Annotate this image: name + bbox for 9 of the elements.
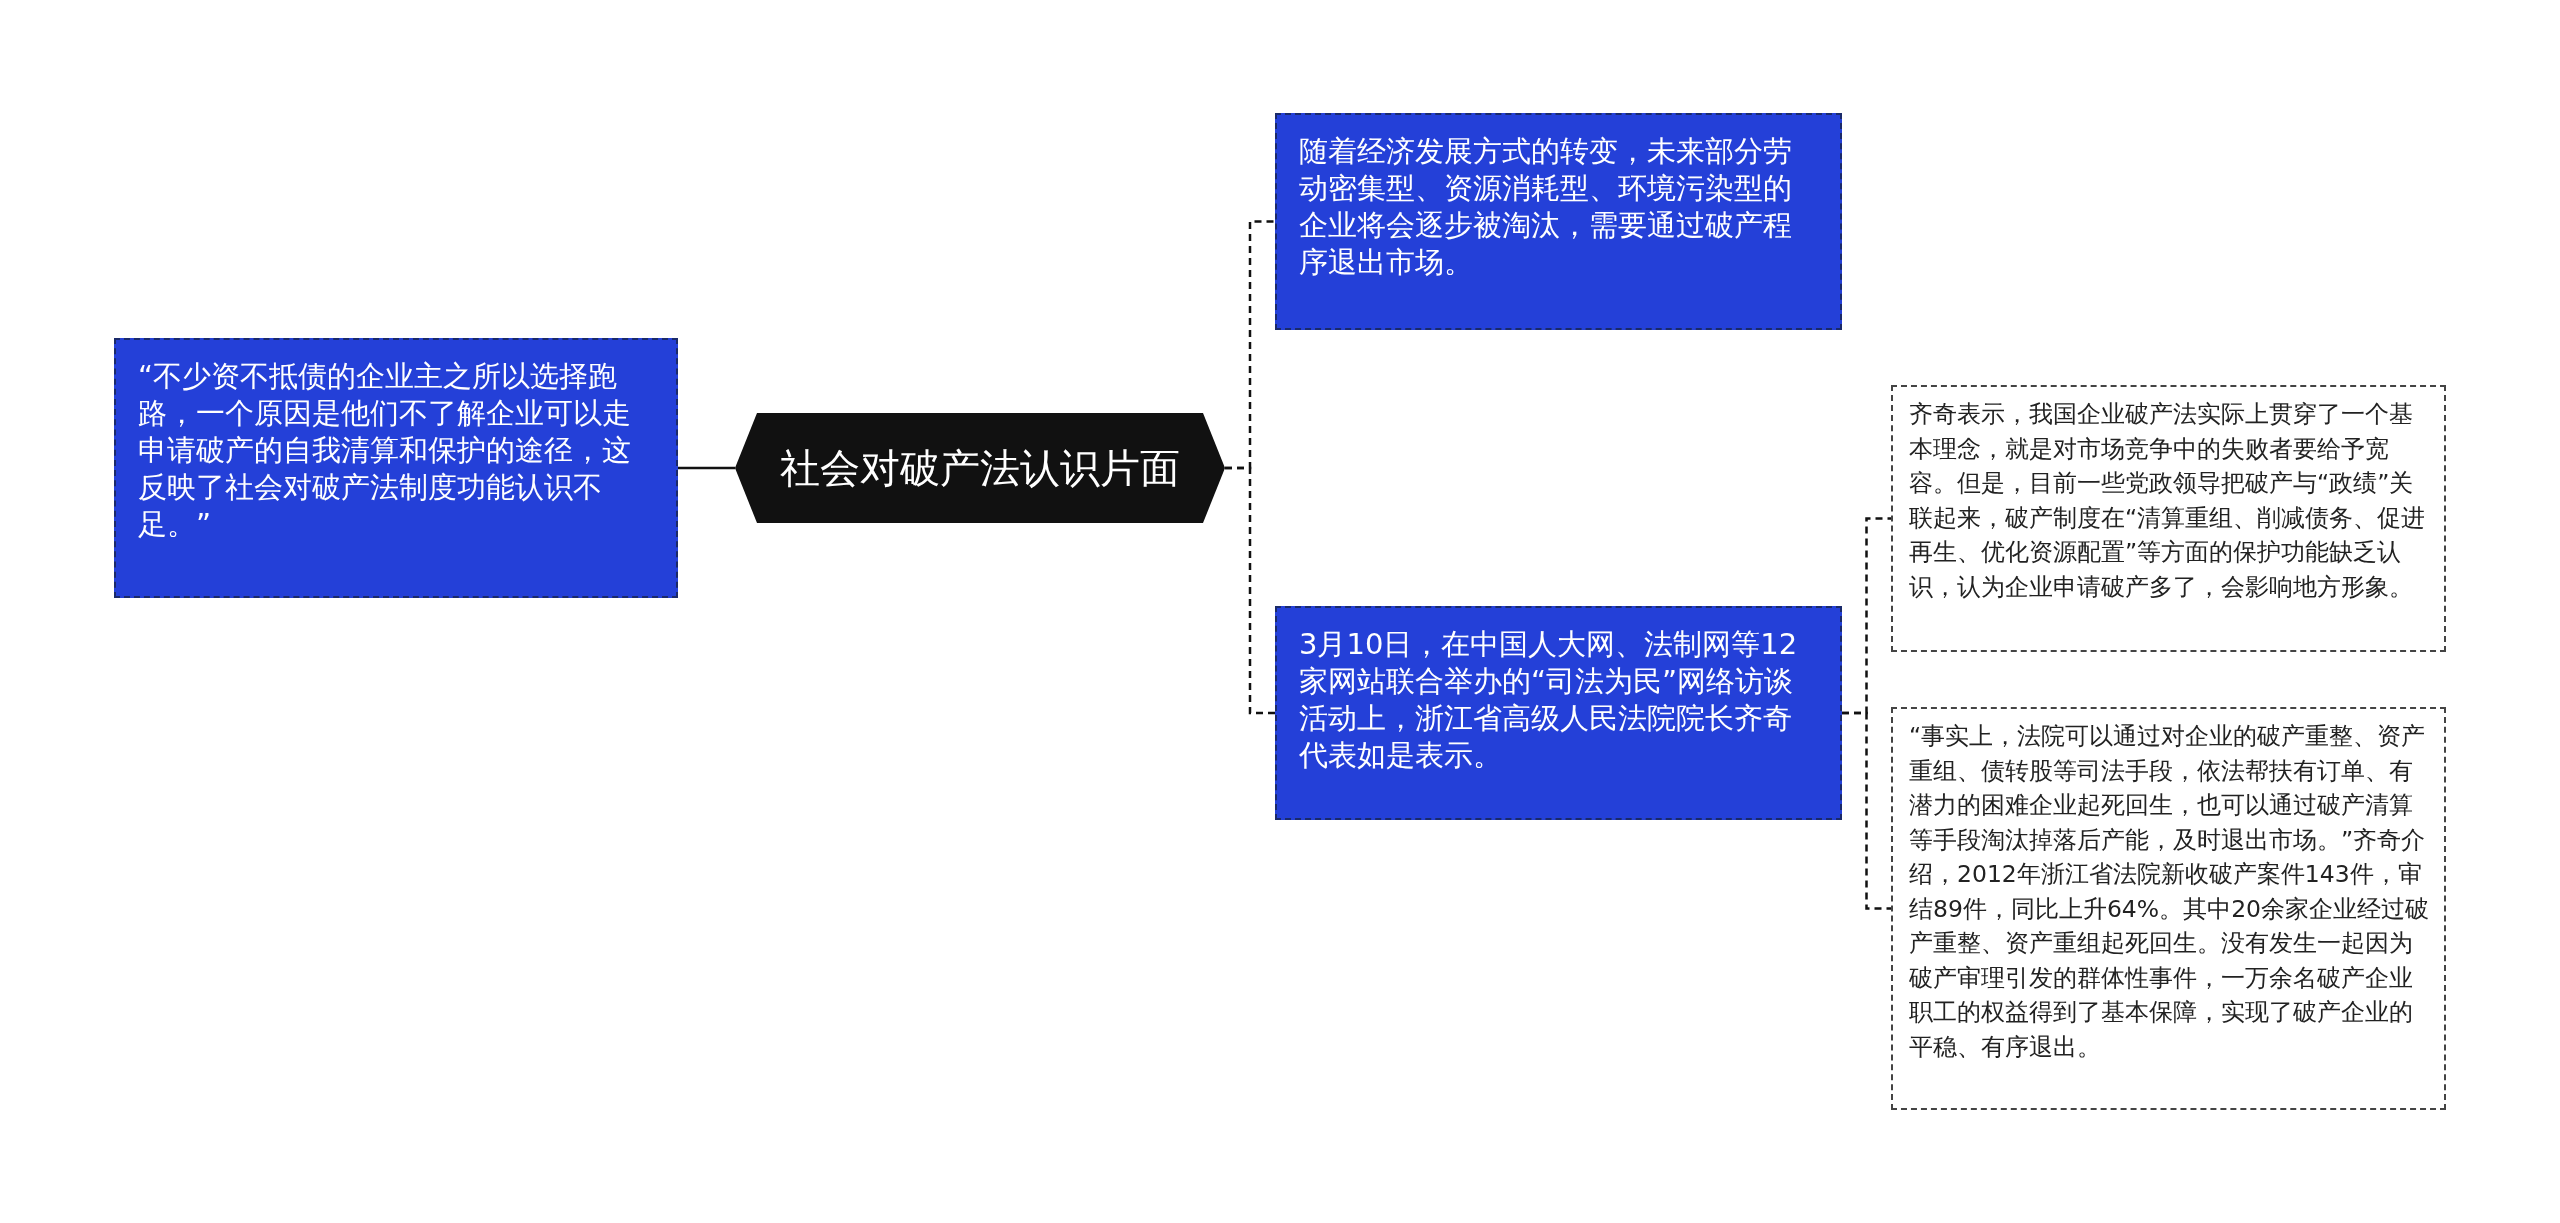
text-box: 齐奇表示，我国企业破产法实际上贯穿了一个基本理念，就是对市场竞争中的失败者要给予宽容。但是，目前一些党政领导把破产与“政绩”关联起来，破产制度在“清算重组、削减债务、促进再生、优化资源配置”等方面的保护功能缺乏认识，认为企业申请破产多了，会影响地方形象。 <box>1891 385 2446 652</box>
connector-line <box>678 466 735 470</box>
hexagon-node: 社会对破产法认识片面 <box>735 413 1225 523</box>
connector-line <box>1842 711 1891 910</box>
connector-line <box>1225 466 1275 715</box>
text-box: “事实上，法院可以通过对企业的破产重整、资产重组、债转股等司法手段，依法帮扶有订单、有潜力的困难企业起死回生，也可以通过破产清算等手段淘汰掉落后产能，及时退出市场。”齐奇介绍，2012年浙江省法院新收破产案件143件，审结89件，同比上升64%。其中20余家企业经过破产重整、资产重组起死回生。没有发生一起因为破产审理引发的群体性事件，一万余名破产企业职工的权益得到了基本保障，实现了破产企业的平稳、有序退出。 <box>1891 707 2446 1110</box>
text-box: 随着经济发展方式的转变，未来部分劳动密集型、资源消耗型、环境污染型的企业将会逐步被淘汰，需要通过破产程序退出市场。 <box>1275 113 1842 330</box>
text-box: 3月10日，在中国人大网、法制网等12家网站联合举办的“司法为民”网络访谈活动上，浙江省高级人民法院院长齐奇代表如是表示。 <box>1275 606 1842 820</box>
text-box: “不少资不抵债的企业主之所以选择跑路，一个原因是他们不了解企业可以走申请破产的自我清算和保护的途径，这反映了社会对破产法制度功能认识不足。” <box>114 338 678 598</box>
